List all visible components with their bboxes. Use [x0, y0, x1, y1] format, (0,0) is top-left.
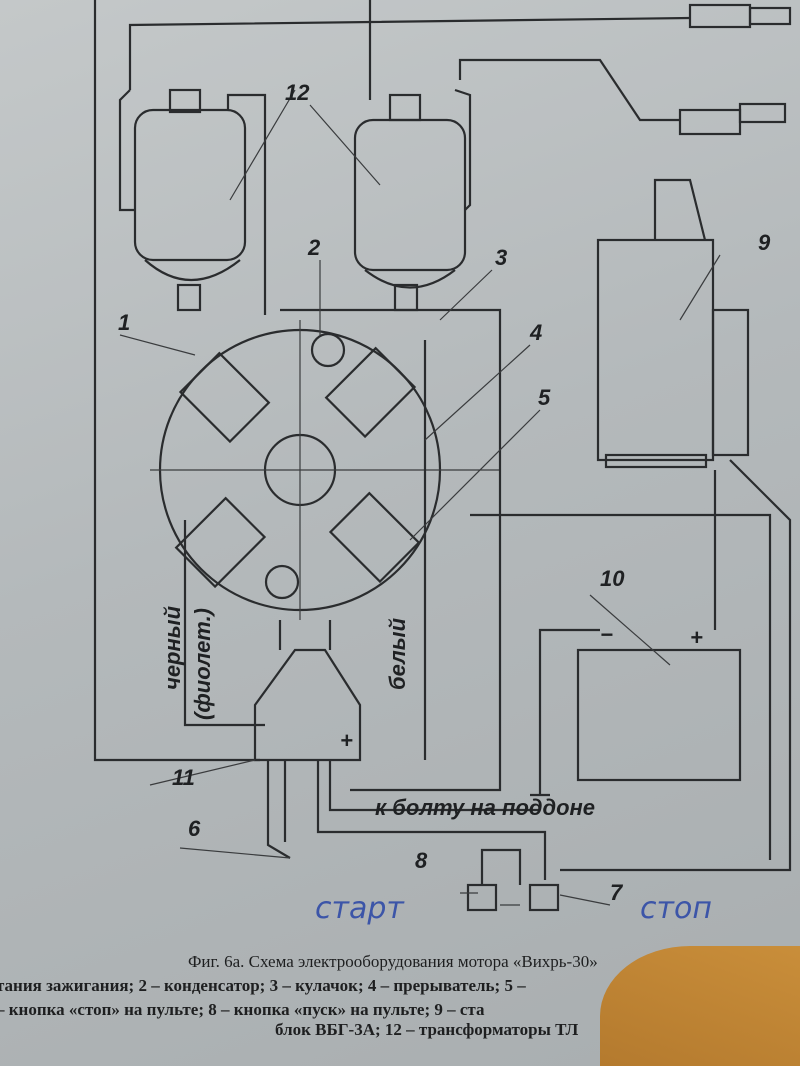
label-1: 1	[118, 310, 130, 335]
label-10: 10	[600, 566, 625, 591]
label-9: 9	[758, 230, 771, 255]
block-vbg-3a	[253, 648, 362, 762]
capacitor	[310, 332, 346, 368]
block-plus: +	[340, 728, 353, 753]
caption-line-3: блок ВБГ-3А; 12 – трансформаторы ТЛ	[275, 1020, 579, 1039]
ground-note: к болту на поддоне	[375, 795, 595, 820]
figure-title: Фиг. 6а. Схема электрооборудования мотор…	[188, 952, 598, 971]
label-2: 2	[307, 235, 321, 260]
finger-shadow	[600, 946, 800, 1066]
label-8: 8	[415, 848, 428, 873]
battery-minus: −	[600, 622, 613, 647]
handwritten-start: старт	[315, 891, 405, 926]
wire-label-white: белый	[385, 617, 410, 690]
label-11: 11	[172, 765, 195, 790]
wire-label-black: черный	[160, 605, 185, 690]
spark-plug-lower	[678, 102, 787, 136]
label-3: 3	[495, 245, 507, 270]
label-12: 12	[285, 80, 310, 105]
starter	[596, 178, 750, 469]
label-7: 7	[610, 880, 624, 905]
battery-plus: +	[690, 625, 703, 650]
ignition-coil-left	[118, 88, 267, 315]
magneto-disc	[150, 320, 500, 620]
wiring-diagram: 1 2 3 4 5 6 7 8 9 10 11 12 черный (фиоле…	[93, 0, 792, 926]
wire-label-violet: (фиолет.)	[190, 608, 215, 720]
battery	[576, 648, 742, 782]
label-6: 6	[188, 816, 201, 841]
handwritten-stop: стоп	[640, 891, 712, 926]
label-4: 4	[529, 320, 542, 345]
label-5: 5	[538, 385, 551, 410]
caption-line-1: тания зажигания; 2 – конденсатор; 3 – ку…	[0, 976, 526, 995]
spark-plug-upper	[688, 3, 792, 29]
button-stop	[528, 883, 560, 912]
ignition-coil-right	[353, 88, 472, 312]
button-start	[466, 883, 498, 912]
caption-line-2: – кнопка «стоп» на пульте; 8 – кнопка «п…	[0, 1000, 485, 1019]
